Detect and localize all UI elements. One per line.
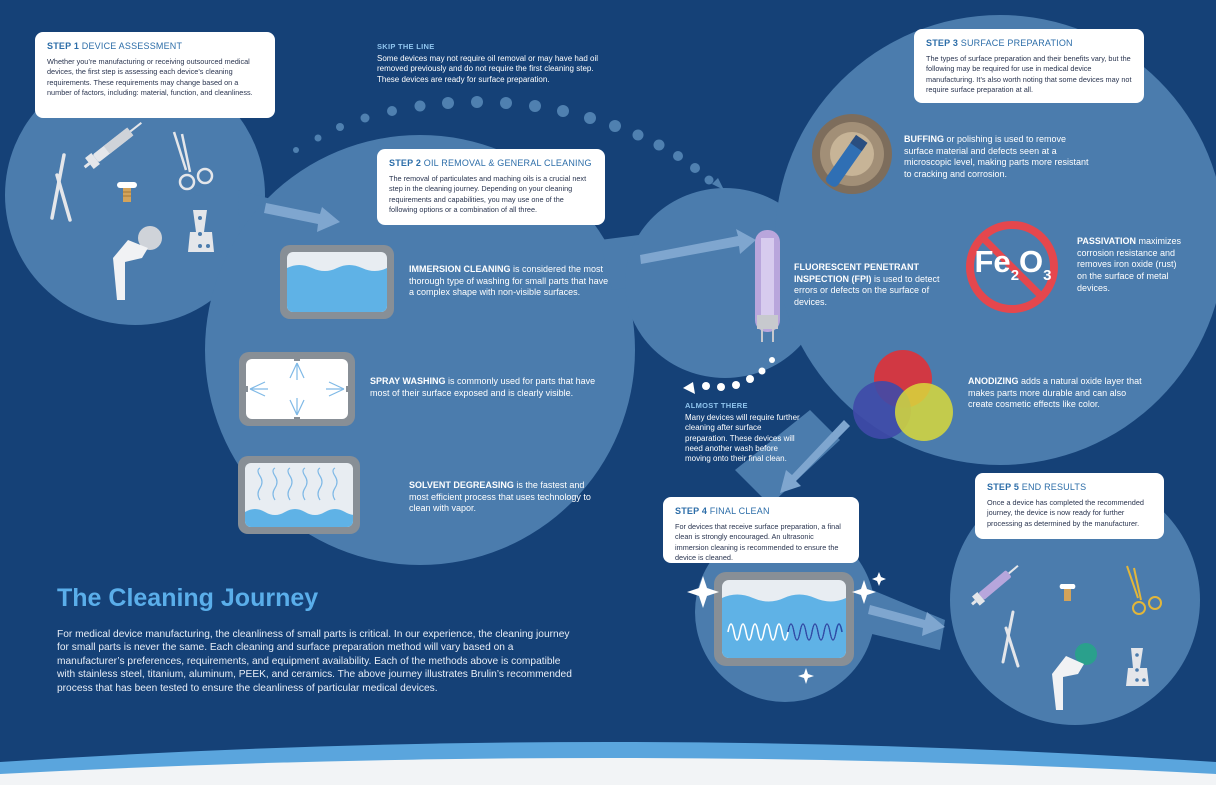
- vapor-degreaser-icon: [238, 456, 360, 534]
- step3-heading: STEP 3 SURFACE PREPARATION: [926, 38, 1132, 48]
- scissors-icon: [172, 131, 214, 191]
- o-subscript: 3: [1043, 267, 1052, 284]
- buffing-bold: BUFFING: [904, 134, 944, 144]
- syringe-icon: [83, 122, 142, 169]
- dental-implant-icon: [1059, 584, 1076, 601]
- immersion-tank-icon: [280, 245, 394, 319]
- step2-card: STEP 2 OIL REMOVAL & GENERAL CLEANING Th…: [377, 149, 605, 225]
- skip-body: Some devices may not require oil removal…: [377, 53, 598, 84]
- anodizing-text: ANODIZING adds a natural oxide layer tha…: [968, 376, 1153, 411]
- step1-name: DEVICE ASSESSMENT: [81, 41, 183, 51]
- step3-body: The types of surface preparation and the…: [926, 54, 1132, 95]
- spray-washing-text: SPRAY WASHING is commonly used for parts…: [370, 376, 600, 399]
- passivation-bold: PASSIVATION: [1077, 236, 1137, 246]
- step3-name: SURFACE PREPARATION: [960, 38, 1073, 48]
- buffing-text: BUFFING or polishing is used to remove s…: [904, 134, 1094, 181]
- arrow-2-3: [640, 229, 756, 264]
- syringe-icon: [971, 564, 1019, 606]
- step1-label: STEP 1: [47, 41, 80, 51]
- anodizing-color-icon: [853, 350, 953, 441]
- fe-subscript: 2: [1010, 267, 1020, 284]
- passivation-desc: maximizes corrosion resistance and remov…: [1077, 236, 1182, 293]
- fe-symbol: Fe: [974, 244, 1011, 279]
- sticks-icon: [50, 153, 72, 222]
- step5-name: END RESULTS: [1021, 482, 1087, 492]
- step1-devices: [50, 122, 214, 300]
- dental-implant-icon: [117, 182, 137, 202]
- anodizing-desc: adds a natural oxide layer that makes pa…: [968, 376, 1142, 410]
- fe2o3-label: Fe2O3: [970, 244, 1056, 284]
- hip-implant-icon: [113, 226, 162, 300]
- ultrasonic-tank-icon: [714, 572, 854, 666]
- o-symbol: O: [1019, 244, 1044, 279]
- spray-washing-desc: is commonly used for parts that have mos…: [370, 376, 596, 398]
- step4-label: STEP 4: [675, 506, 708, 516]
- step3-bubble: [775, 15, 1216, 465]
- step5-label: STEP 5: [987, 482, 1020, 492]
- step3-label: STEP 3: [926, 38, 959, 48]
- arrow-4-5: [868, 605, 945, 636]
- arrow-3-4: [780, 420, 850, 493]
- step1-card: STEP 1 DEVICE ASSESSMENT Whether you’re …: [35, 32, 275, 118]
- skip-title: SKIP THE LINE: [377, 42, 435, 51]
- step2-heading: STEP 2 OIL REMOVAL & GENERAL CLEANING: [389, 158, 593, 168]
- almost-note: ALMOST THERE Many devices will require f…: [685, 401, 803, 465]
- fpi-bold: FLUORESCENT PENETRANT INSPECTION (FPI): [794, 262, 920, 284]
- step1-bubble: [5, 65, 265, 325]
- immersion-cleaning-desc: is considered the most thorough type of …: [409, 264, 609, 298]
- bubble-network: [5, 15, 1216, 725]
- immersion-cleaning-bold: IMMERSION CLEANING: [409, 264, 511, 274]
- connector-3-4: [735, 410, 840, 505]
- step2-label: STEP 2: [389, 158, 422, 168]
- solvent-degreasing-text: SOLVENT DEGREASING is the fastest and mo…: [409, 480, 604, 515]
- step2-body: The removal of particulates and maching …: [389, 174, 587, 215]
- solvent-degreasing-desc: is the fastest and most efficient proces…: [409, 480, 591, 514]
- fpi-lamp-icon: [755, 230, 780, 342]
- passivation-text: PASSIVATION maximizes corrosion resistan…: [1077, 236, 1187, 294]
- anodizing-bold: ANODIZING: [968, 376, 1019, 386]
- step5-devices: [971, 564, 1162, 710]
- almost-body: Many devices will require further cleani…: [685, 412, 800, 464]
- step5-card: STEP 5 END RESULTS Once a device has com…: [975, 473, 1164, 539]
- step4-card: STEP 4 FINAL CLEAN For devices that rece…: [663, 497, 859, 563]
- intro-paragraph: For medical device manufacturing, the cl…: [57, 629, 572, 694]
- spray-washing-bold: SPRAY WASHING: [370, 376, 446, 386]
- skip-note: SKIP THE LINE Some devices may not requi…: [377, 42, 607, 85]
- step1-body: Whether you’re manufacturing or receivin…: [47, 57, 253, 98]
- step3-card: STEP 3 SURFACE PREPARATION The types of …: [914, 29, 1144, 103]
- buffing-wheel-icon: [812, 114, 892, 194]
- page-title: The Cleaning Journey: [57, 584, 319, 612]
- arrow-1-2: [264, 203, 340, 232]
- almost-dotted-path: [683, 357, 775, 394]
- step4-body: For devices that receive surface prepara…: [675, 522, 841, 563]
- spray-washer-icon: [239, 352, 355, 426]
- flow-arrows: [264, 203, 945, 636]
- fpi-desc: is used to detect errors or defects on t…: [794, 273, 940, 308]
- no-rust-sign-icon: [966, 221, 1058, 313]
- step1-heading: STEP 1 DEVICE ASSESSMENT: [47, 41, 263, 51]
- solvent-degreasing-bold: SOLVENT DEGREASING: [409, 480, 514, 490]
- immersion-cleaning-text: IMMERSION CLEANING is considered the mos…: [409, 264, 609, 299]
- bone-plate-icon: [1126, 648, 1149, 686]
- scissors-icon: [1126, 565, 1162, 615]
- almost-title: ALMOST THERE: [685, 401, 748, 410]
- step4-name: FINAL CLEAN: [709, 506, 770, 516]
- sticks-icon: [1001, 610, 1020, 668]
- sparkle-icon: [687, 572, 886, 684]
- bottom-wave: [0, 742, 1216, 785]
- step5-heading: STEP 5 END RESULTS: [987, 482, 1152, 492]
- bone-plate-icon: [188, 210, 214, 252]
- step5-body: Once a device has completed the recommen…: [987, 498, 1144, 528]
- buffing-desc: or polishing is used to remove surface m…: [904, 134, 1089, 180]
- step2-name: OIL REMOVAL & GENERAL CLEANING: [423, 158, 592, 168]
- fpi-text: FLUORESCENT PENETRANT INSPECTION (FPI) i…: [794, 262, 944, 309]
- hip-implant-icon: [1052, 643, 1097, 710]
- skip-dotted-path: [293, 96, 724, 190]
- step4-heading: STEP 4 FINAL CLEAN: [675, 506, 847, 516]
